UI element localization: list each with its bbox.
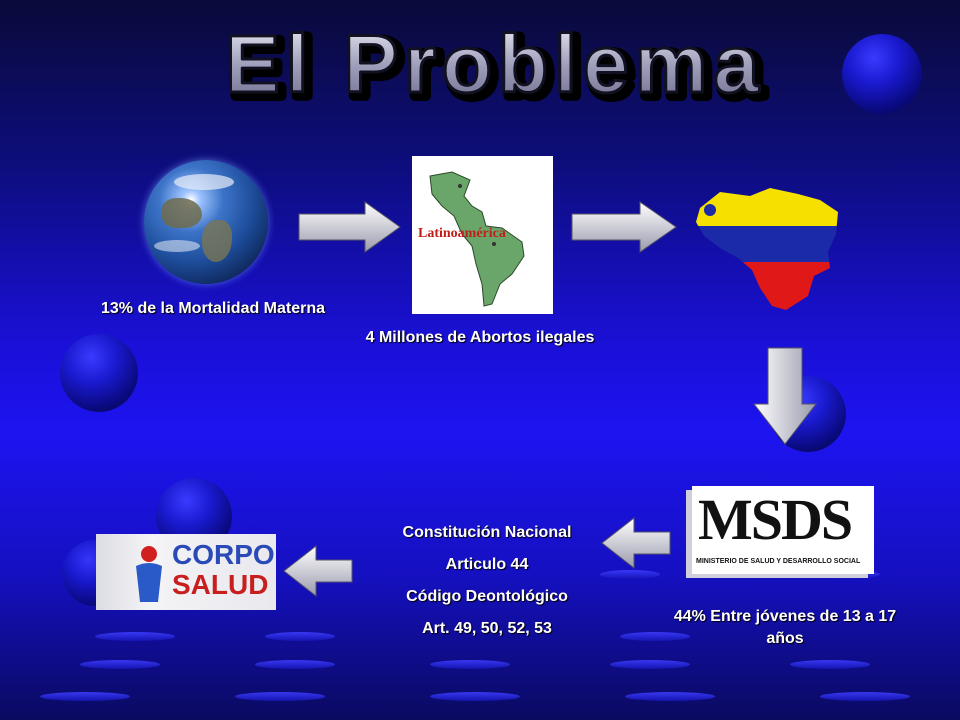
decor-dash <box>810 570 880 579</box>
decor-dash <box>820 692 910 701</box>
map-label: Latinoamérica <box>418 226 506 241</box>
msds-logo-text: MSDS <box>698 487 853 552</box>
slide-title: El Problema El Problema <box>224 22 770 112</box>
decor-dash <box>625 692 715 701</box>
latam-caption: 4 Millones de Abortos ilegales <box>365 329 595 346</box>
decor-dash <box>430 660 510 669</box>
corposalud-line1: CORPO <box>172 539 275 570</box>
decor-sphere <box>842 34 922 114</box>
left-arrow-icon <box>283 544 353 598</box>
decor-sphere <box>60 334 138 412</box>
down-arrow-icon <box>752 347 818 445</box>
corposalud-logo: CORPO SALUD <box>96 534 276 610</box>
person-icon <box>136 546 162 602</box>
left-arrow-icon <box>601 516 671 570</box>
law-references: Constitución Nacional Articulo 44 Código… <box>372 522 602 650</box>
right-arrow-icon <box>571 201 677 253</box>
corposalud-line2: SALUD <box>172 569 269 600</box>
law-line: Art. 49, 50, 52, 53 <box>422 620 552 637</box>
decor-dash <box>40 692 130 701</box>
decor-dash <box>265 632 335 641</box>
decor-dash <box>600 570 660 579</box>
law-line: Articulo 44 <box>445 556 529 573</box>
decor-dash <box>235 692 325 701</box>
earth-globe-icon <box>144 160 268 284</box>
decor-dash <box>620 632 690 641</box>
decor-dash <box>80 660 160 669</box>
title-shadow: El Problema <box>230 23 770 112</box>
decor-dash <box>95 632 175 641</box>
right-arrow-icon <box>298 201 401 253</box>
law-line: Constitución Nacional <box>402 524 572 541</box>
decor-dash <box>255 660 335 669</box>
decor-dash <box>430 692 520 701</box>
msds-logo: MSDS MINISTERIO DE SALUD Y DESARROLLO SO… <box>692 486 874 574</box>
msds-logo-subtitle: MINISTERIO DE SALUD Y DESARROLLO SOCIAL <box>696 558 861 565</box>
venezuela-flag-map-icon <box>696 188 838 310</box>
title-text: El Problema <box>225 22 765 110</box>
latin-america-map-icon: Latinoamérica <box>412 156 553 314</box>
globe-caption: 13% de la Mortalidad Materna <box>100 300 326 317</box>
law-line: Código Deontológico <box>406 588 568 605</box>
decor-dash <box>790 660 870 669</box>
decor-dash <box>610 660 690 669</box>
msds-caption: 44% Entre jóvenes de 13 a 17 años <box>673 608 897 647</box>
